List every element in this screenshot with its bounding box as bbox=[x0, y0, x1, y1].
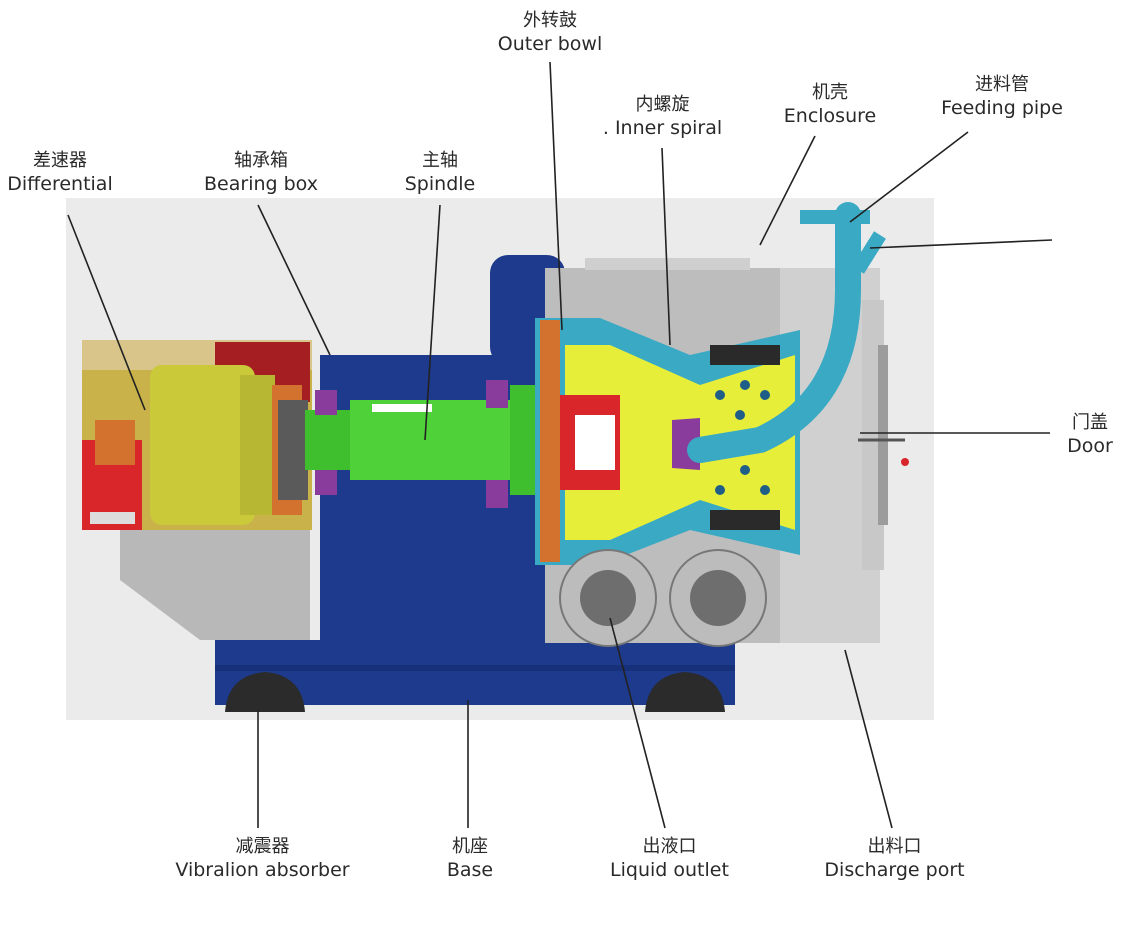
label-enclosure-en: Enclosure bbox=[783, 104, 877, 127]
label-liquid-outlet: 出液口 Liquid outlet bbox=[602, 836, 737, 882]
label-bearing-box-en: Bearing box bbox=[204, 172, 318, 195]
label-inner-spiral: 内螺旋 . Inner spiral bbox=[595, 94, 730, 140]
label-discharge-port-zh: 出料口 bbox=[867, 836, 922, 857]
leader-lines bbox=[67, 61, 1053, 829]
label-base-zh: 机座 bbox=[452, 836, 488, 857]
label-door: 门盖 Door bbox=[1055, 412, 1125, 458]
label-outer-bowl-en: Outer bowl bbox=[497, 32, 603, 55]
differential-assembly bbox=[82, 340, 312, 530]
label-feeding-pipe: 进料管 Feeding pipe bbox=[932, 74, 1072, 120]
label-feeding-pipe-en: Feeding pipe bbox=[941, 96, 1063, 119]
label-differential-zh: 差速器 bbox=[33, 150, 87, 171]
door-cover bbox=[858, 300, 909, 570]
label-inner-spiral-en: . Inner spiral bbox=[602, 116, 723, 139]
label-outer-bowl-zh: 外转鼓 bbox=[523, 10, 577, 31]
label-base-en: Base bbox=[446, 858, 494, 881]
label-vibration-absorber: 减震器 Vibralion absorber bbox=[165, 836, 360, 882]
label-differential: 差速器 Differential bbox=[0, 150, 120, 196]
label-feeding-pipe-zh: 进料管 bbox=[975, 74, 1029, 95]
label-liquid-outlet-zh: 出液口 bbox=[642, 836, 697, 857]
label-enclosure: 机壳 Enclosure bbox=[775, 82, 885, 128]
label-bearing-box-zh: 轴承箱 bbox=[234, 150, 288, 171]
label-spindle-zh: 主轴 bbox=[422, 150, 458, 171]
spindle-shaft bbox=[305, 380, 550, 508]
label-base: 机座 Base bbox=[430, 836, 510, 882]
label-liquid-outlet-en: Liquid outlet bbox=[610, 858, 729, 881]
label-vibration-absorber-en: Vibralion absorber bbox=[175, 858, 350, 881]
label-spindle-en: Spindle bbox=[404, 172, 476, 195]
label-spindle: 主轴 Spindle bbox=[395, 150, 485, 196]
label-inner-spiral-zh: 内螺旋 bbox=[635, 94, 690, 115]
differential-support bbox=[120, 530, 310, 640]
liquid-outlets bbox=[559, 549, 767, 647]
label-bearing-box: 轴承箱 Bearing box bbox=[196, 150, 326, 196]
feeding-pipe-branch bbox=[852, 231, 886, 274]
label-door-en: Door bbox=[1067, 434, 1113, 457]
label-outer-bowl: 外转鼓 Outer bowl bbox=[490, 10, 610, 56]
label-door-zh: 门盖 bbox=[1072, 412, 1108, 433]
feeding-pipe bbox=[687, 202, 861, 463]
label-discharge-port: 出料口 Discharge port bbox=[812, 836, 977, 882]
vibration-absorbers bbox=[225, 672, 725, 712]
label-discharge-port-en: Discharge port bbox=[824, 858, 965, 881]
label-enclosure-zh: 机壳 bbox=[812, 82, 848, 103]
label-differential-en: Differential bbox=[7, 172, 113, 195]
label-vibration-absorber-zh: 减震器 bbox=[235, 836, 290, 857]
inner-spiral bbox=[560, 345, 795, 540]
feeding-pipe-flange bbox=[800, 210, 870, 224]
